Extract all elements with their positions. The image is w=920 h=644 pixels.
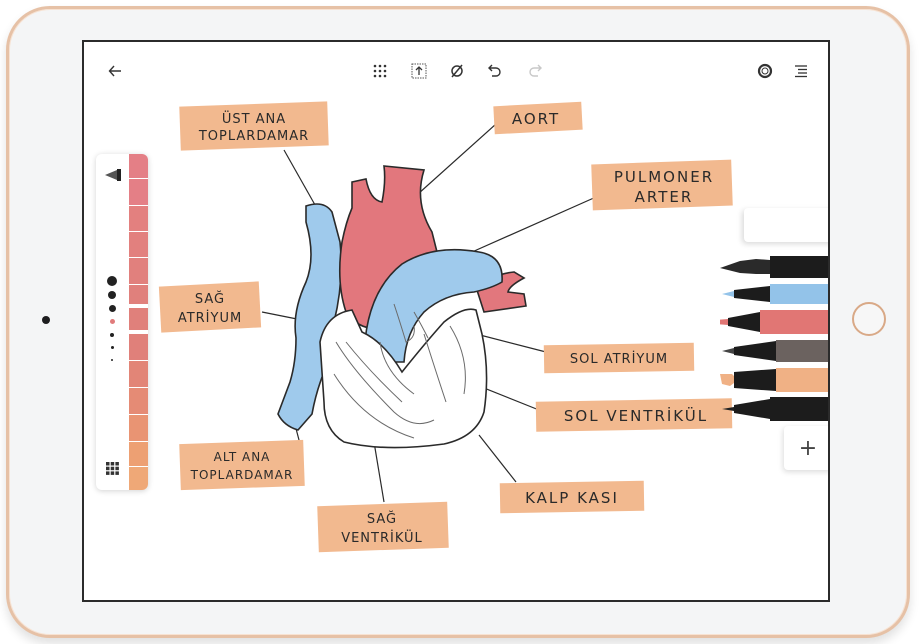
color-swatch[interactable]	[129, 179, 148, 205]
color-swatch-selected[interactable]	[129, 308, 148, 330]
color-swatch[interactable]	[129, 388, 148, 414]
arrow-left-icon	[108, 65, 121, 77]
color-swatches	[129, 154, 148, 490]
brush-size-3[interactable]	[108, 305, 116, 312]
gray-pencil-tool[interactable]	[720, 338, 830, 364]
brush-size-2[interactable]	[108, 291, 116, 299]
label-pulmoner-arter: PULMONER	[614, 168, 714, 186]
plus-icon: +	[798, 435, 818, 461]
label-sag-atriyum: SAĞ	[195, 291, 225, 307]
label-ust-ana-toplardamar: TOPLARDAMAR	[198, 129, 309, 144]
peach-highlighter-tool[interactable]	[720, 366, 830, 394]
color-swatch[interactable]	[129, 206, 148, 231]
blue-marker-tool[interactable]	[720, 282, 830, 306]
undo-icon	[488, 64, 501, 77]
brush-size-7[interactable]	[111, 359, 113, 361]
menu-button[interactable]	[788, 56, 814, 86]
label-sol-ventrikul: SOL VENTRİKÜL	[564, 406, 708, 425]
heart-inner-lines	[333, 303, 466, 439]
label-alt-ana-toplardamar: TOPLARDAMAR	[190, 468, 294, 482]
brush-size-1[interactable]	[107, 276, 117, 286]
drawing-canvas[interactable]: ÜST ANA TOPLARDAMAR AORT PULMONER ARTER …	[84, 42, 830, 602]
lasso-slash-icon	[451, 64, 463, 78]
labels: ÜST ANA TOPLARDAMAR AORT PULMONER ARTER …	[158, 101, 733, 553]
lasso-button[interactable]	[444, 56, 470, 86]
top-toolbar	[84, 56, 828, 88]
black-fineliner-tool[interactable]	[720, 396, 830, 422]
home-button[interactable]	[852, 302, 886, 336]
color-swatch[interactable]	[129, 232, 148, 257]
brush-size-6[interactable]	[110, 346, 114, 349]
color-swatch[interactable]	[129, 415, 148, 441]
grid-view-button[interactable]	[367, 56, 393, 86]
redo-button[interactable]	[522, 56, 548, 86]
label-alt-ana-toplardamar: ALT ANA	[214, 450, 271, 464]
pen-tray: +	[720, 208, 830, 470]
label-pulmoner-arter: ARTER	[635, 188, 694, 206]
red-brush-pen-tool[interactable]	[720, 308, 830, 336]
color-swatch[interactable]	[129, 285, 148, 304]
heart-body	[319, 308, 488, 449]
current-pen-icon[interactable]	[104, 168, 122, 182]
label-sol-atriyum: SOL ATRİYUM	[570, 351, 668, 367]
label-sag-ventrikul: SAĞ	[367, 511, 397, 527]
front-camera	[42, 316, 50, 324]
lifebuoy-icon	[757, 63, 773, 79]
fountain-pen-tool[interactable]	[720, 252, 830, 280]
pulmonary-artery	[363, 248, 503, 363]
add-tool-button[interactable]: +	[784, 426, 828, 470]
help-button[interactable]	[752, 56, 778, 86]
undo-button[interactable]	[482, 56, 508, 86]
grid-dots-icon	[373, 64, 387, 78]
color-swatch[interactable]	[129, 467, 148, 490]
back-button[interactable]	[102, 56, 128, 86]
redo-icon	[529, 64, 542, 77]
color-swatch[interactable]	[129, 154, 148, 178]
brush-size-5[interactable]	[110, 333, 114, 337]
color-swatch[interactable]	[129, 334, 148, 360]
brush-size-4-selected[interactable]	[109, 319, 115, 324]
app-screen: ÜST ANA TOPLARDAMAR AORT PULMONER ARTER …	[82, 40, 830, 602]
palette-grid-icon[interactable]	[106, 462, 119, 475]
eraser-tool[interactable]	[744, 208, 828, 242]
brush-settings-panel	[96, 154, 148, 490]
label-aort: AORT	[512, 110, 560, 128]
menu-list-icon	[795, 65, 807, 78]
label-sag-atriyum: ATRİYUM	[178, 310, 242, 326]
label-ust-ana-toplardamar: ÜST ANA	[222, 110, 286, 127]
export-button[interactable]	[406, 56, 432, 86]
color-swatch[interactable]	[129, 442, 148, 466]
color-swatch[interactable]	[129, 361, 148, 387]
label-sag-ventrikul: VENTRİKÜL	[341, 529, 423, 546]
label-kalp-kasi: KALP KASI	[525, 489, 619, 507]
color-swatch[interactable]	[129, 258, 148, 284]
export-icon	[411, 63, 427, 79]
